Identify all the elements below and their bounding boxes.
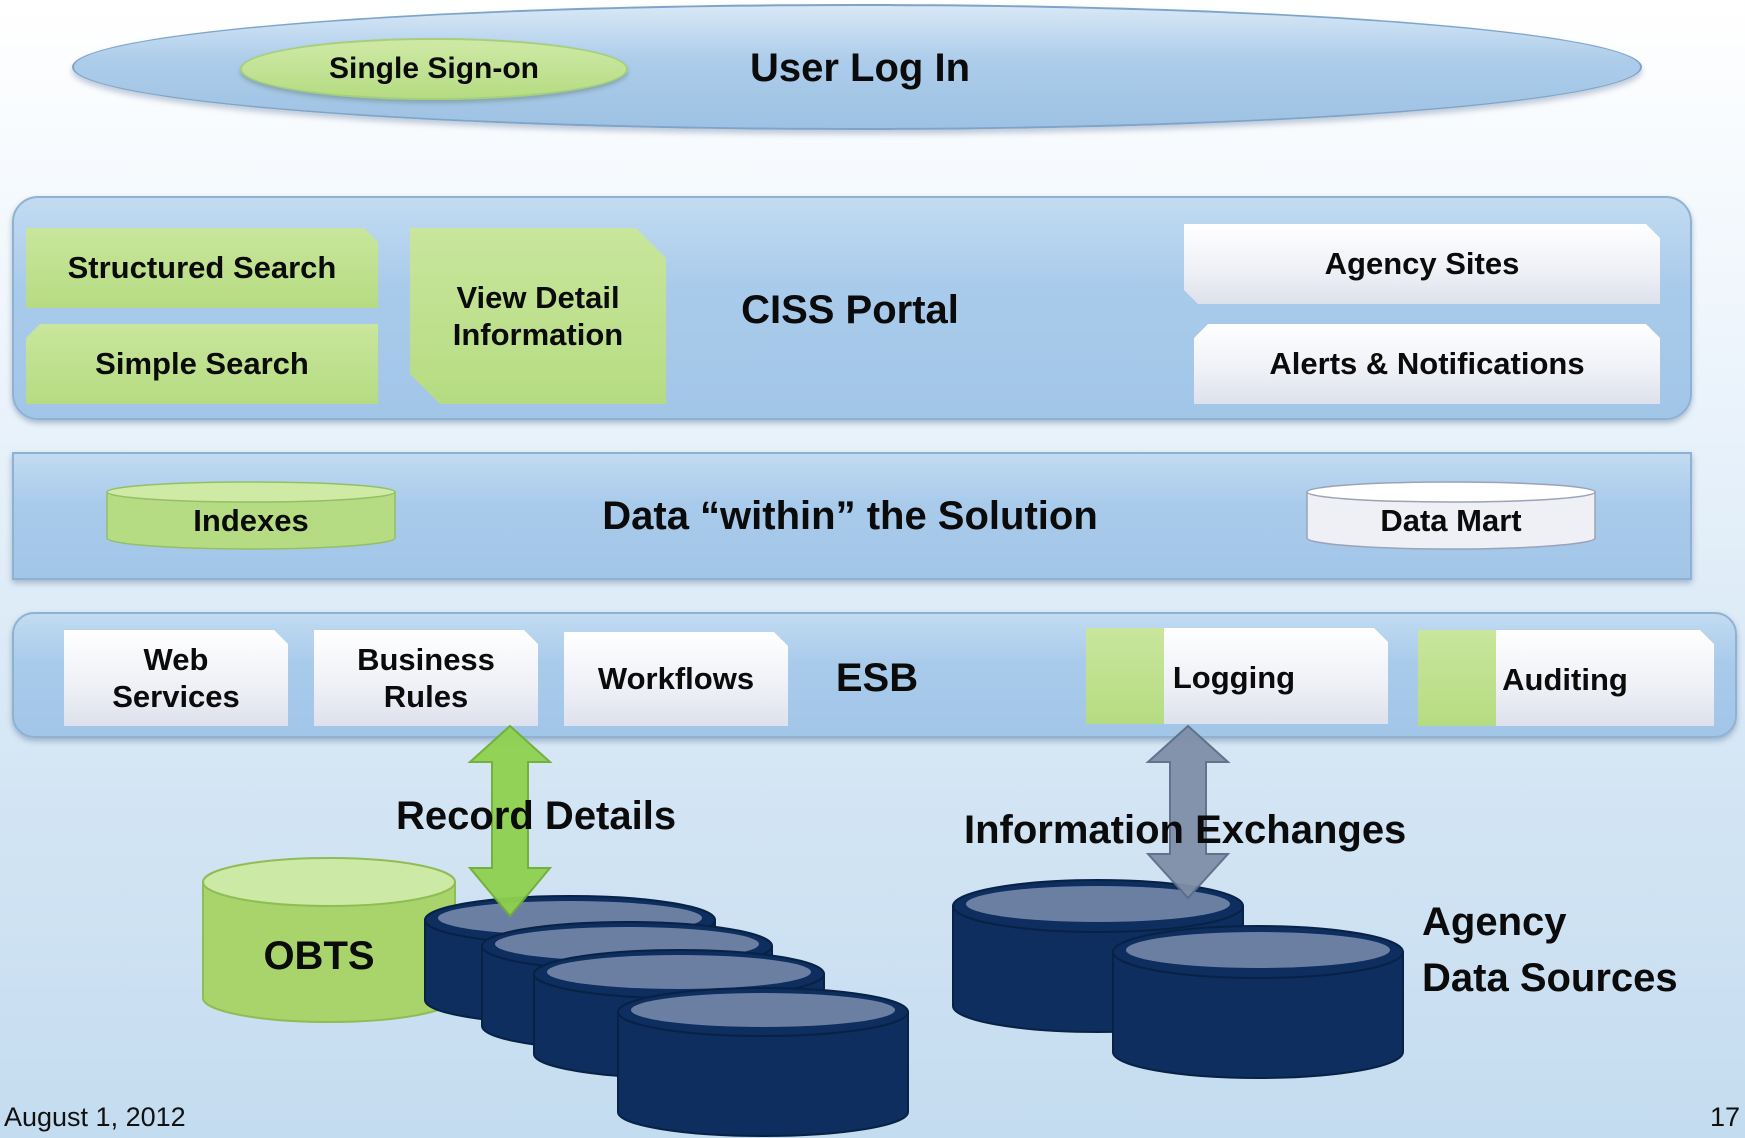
agency-data-sources-line1: Agency — [1422, 900, 1567, 944]
logging-green-tab — [1086, 628, 1164, 724]
single-sign-on-button[interactable]: Single Sign-on — [240, 38, 628, 100]
view-detail-information-button[interactable]: View Detail Information — [410, 228, 666, 404]
data-mart-label: Data Mart — [1380, 503, 1522, 539]
information-exchanges-arrow — [1145, 724, 1231, 900]
page-number: 17 — [1709, 1102, 1740, 1132]
indexes-label: Indexes — [193, 503, 309, 539]
alerts-notifications-button[interactable]: Alerts & Notifications — [1194, 324, 1660, 404]
indexes-cylinder — [106, 481, 396, 550]
auditing-label: Auditing — [1502, 662, 1628, 698]
structured-search-button[interactable]: Structured Search — [26, 228, 378, 308]
obts-cylinder — [202, 857, 456, 1023]
obts-label: OBTS — [263, 934, 375, 978]
source-databases-graphic — [202, 724, 1404, 1137]
record-db-4 — [617, 987, 909, 1137]
logging-label: Logging — [1172, 660, 1296, 696]
business-rules-button[interactable]: Business Rules — [314, 630, 538, 726]
footer-date: August 1, 2012 — [4, 1102, 186, 1132]
record-details-arrow — [467, 724, 553, 918]
record-details-label: Record Details — [396, 794, 677, 838]
workflows-button[interactable]: Workflows — [564, 632, 788, 726]
ciss-portal-title: CISS Portal — [741, 288, 959, 332]
auditing-green-tab — [1418, 630, 1496, 726]
web-services-button[interactable]: Web Services — [64, 630, 288, 726]
esb-title: ESB — [835, 656, 919, 700]
data-mart-cylinder — [1306, 481, 1596, 550]
information-exchanges-label: Information Exchanges — [964, 808, 1407, 852]
agency-sites-button[interactable]: Agency Sites — [1184, 224, 1660, 304]
agency-db-2 — [1112, 925, 1404, 1079]
agency-data-sources-line2: Data Sources — [1422, 956, 1678, 1000]
data-layer-title: Data “within” the Solution — [602, 494, 1098, 538]
user-login-title: User Log In — [749, 46, 971, 90]
simple-search-button[interactable]: Simple Search — [26, 324, 378, 404]
